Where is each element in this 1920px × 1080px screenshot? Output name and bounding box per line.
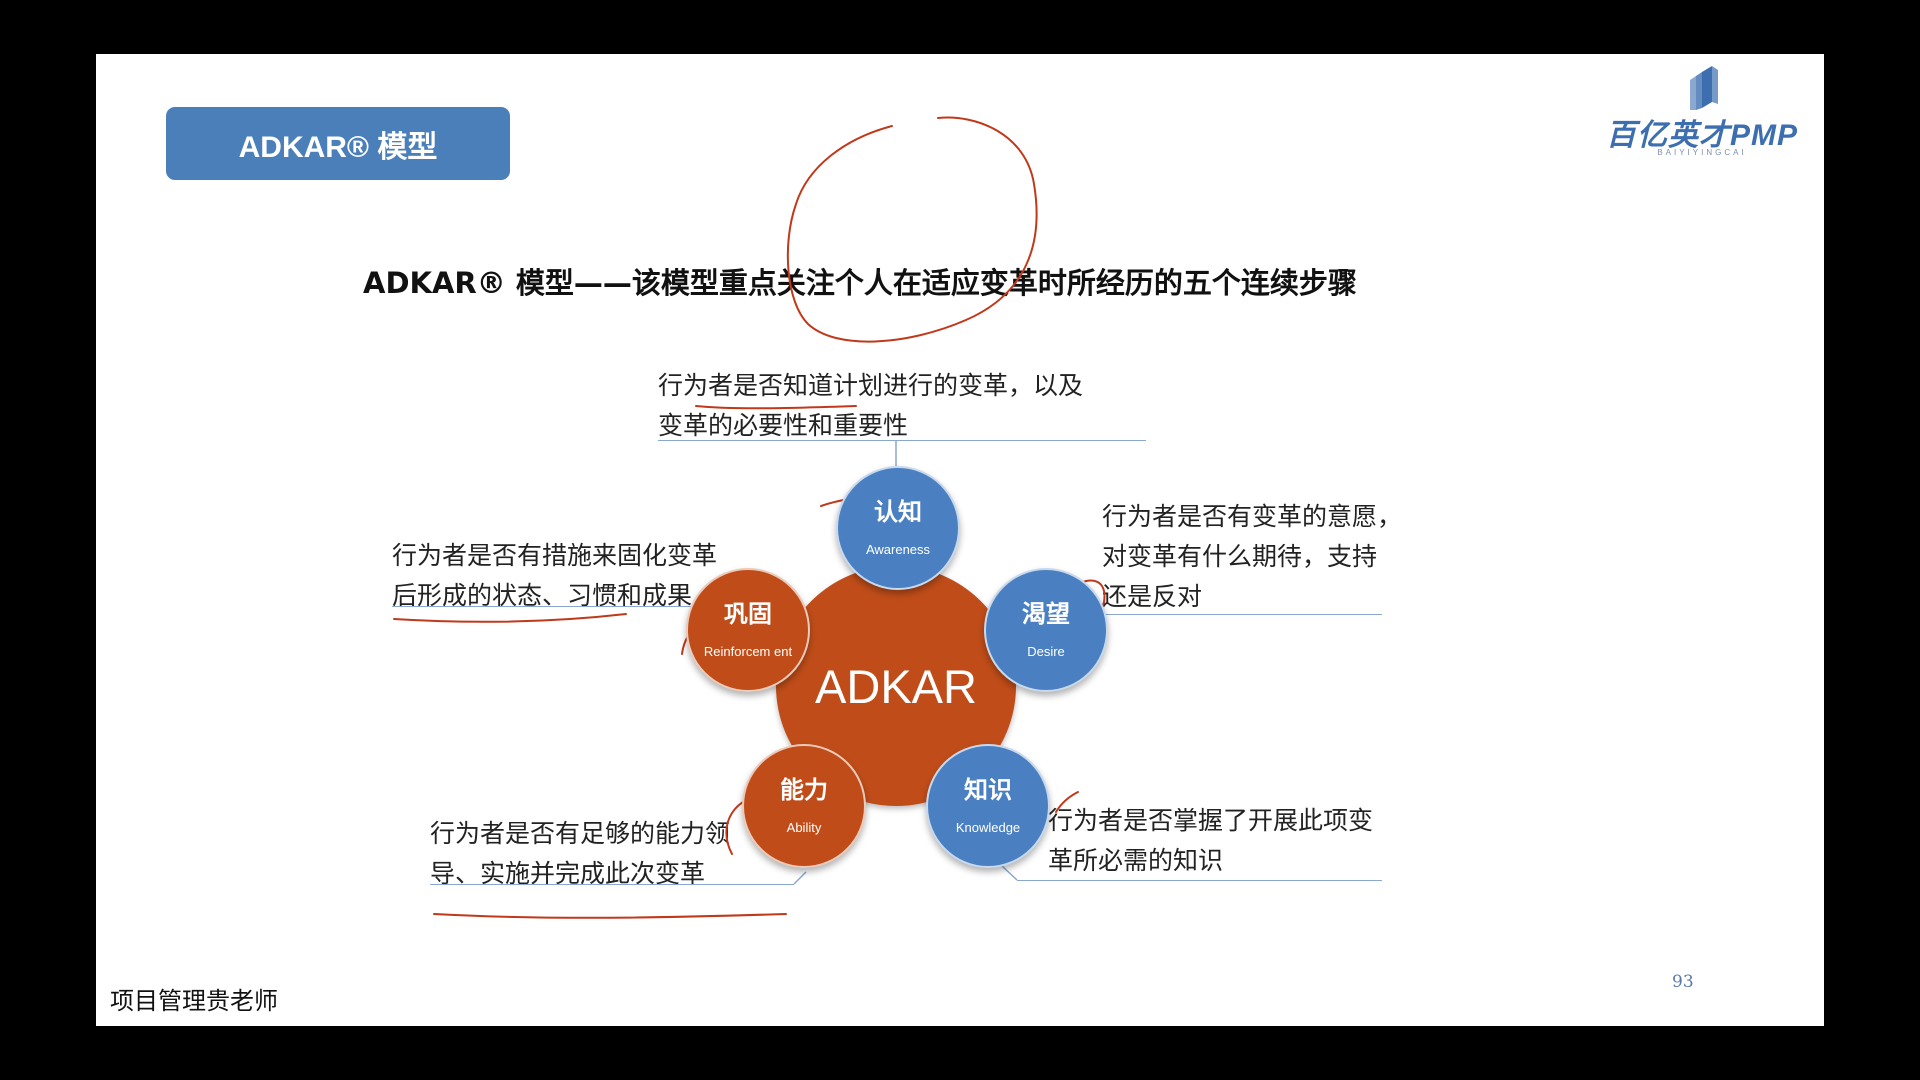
- node-label-cn: 知识: [964, 775, 1012, 804]
- desc-line: 行为者是否有措施来固化变革: [392, 541, 718, 570]
- desc-line: 变革的必要性和重要性: [658, 411, 909, 440]
- node-label-cn: 能力: [780, 775, 828, 804]
- desc-ability: 行为者是否有足够的能力领 导、实施并完成此次变革: [430, 814, 730, 894]
- slide: ADKAR® 模型 百亿英才PMP BAIYIYINGCAI ADKAR® 模型…: [96, 54, 1824, 1026]
- underline-reinforcement: [392, 606, 692, 607]
- node-label-cn: 渴望: [1022, 599, 1070, 628]
- headline: ADKAR® 模型——该模型重点关注个人在适应变革时所经历的五个连续步骤: [363, 266, 1357, 300]
- node-label-cn: 认知: [874, 497, 922, 526]
- underline-desire: [1102, 614, 1382, 615]
- underline-ability: [430, 884, 794, 885]
- node-label-cn: 巩固: [724, 599, 772, 628]
- logo-text: 百亿英才PMP: [1605, 119, 1798, 152]
- desc-line: 导、实施并完成此次变革: [430, 859, 706, 888]
- slide-title-box: ADKAR® 模型: [166, 107, 510, 180]
- node-label-en: Knowledge: [955, 819, 1021, 835]
- page-number: 93: [1672, 972, 1694, 992]
- desc-desire: 行为者是否有变革的意愿， 对变革有什么期待，支持 还是反对: [1102, 497, 1402, 617]
- desc-line: 行为者是否有足够的能力领: [430, 819, 731, 848]
- node-label-en: Awareness: [865, 541, 931, 557]
- desc-line: 对变革有什么期待，支持: [1102, 542, 1378, 571]
- desc-line: 行为者是否掌握了开展此项变: [1048, 806, 1374, 835]
- desc-awareness: 行为者是否知道计划进行的变革，以及 变革的必要性和重要性: [658, 366, 1083, 446]
- desc-knowledge: 行为者是否掌握了开展此项变 革所必需的知识: [1048, 801, 1373, 881]
- desc-reinforcement: 行为者是否有措施来固化变革 后形成的状态、习惯和成果: [392, 536, 717, 616]
- desc-line: 还是反对: [1102, 582, 1203, 611]
- desc-line: 行为者是否知道计划进行的变革，以及: [658, 371, 1084, 400]
- node-label-en: Ability: [786, 819, 822, 835]
- node-desire: 渴望 Desire: [984, 568, 1108, 692]
- brand-logo: 百亿英才PMP BAIYIYINGCAI: [1592, 64, 1812, 164]
- logo-book-icon: [1690, 66, 1718, 110]
- annotation-layer: [393, 116, 1106, 919]
- node-label-en: Reinforcem ent: [703, 643, 793, 659]
- presenter-name: 项目管理贵老师: [110, 987, 278, 1015]
- underline-knowledge: [1017, 880, 1382, 881]
- node-label-en: Desire: [1027, 643, 1065, 659]
- node-awareness: 认知 Awareness: [836, 466, 960, 590]
- desc-line: 行为者是否有变革的意愿，: [1102, 502, 1403, 531]
- underline-awareness: [658, 440, 1146, 441]
- node-ability: 能力 Ability: [742, 744, 866, 868]
- node-reinforcement: 巩固 Reinforcem ent: [686, 568, 810, 692]
- desc-line: 后形成的状态、习惯和成果: [392, 581, 693, 610]
- node-knowledge: 知识 Knowledge: [926, 744, 1050, 868]
- desc-line: 革所必需的知识: [1048, 846, 1224, 875]
- logo-subtext: BAIYIYINGCAI: [1657, 148, 1747, 157]
